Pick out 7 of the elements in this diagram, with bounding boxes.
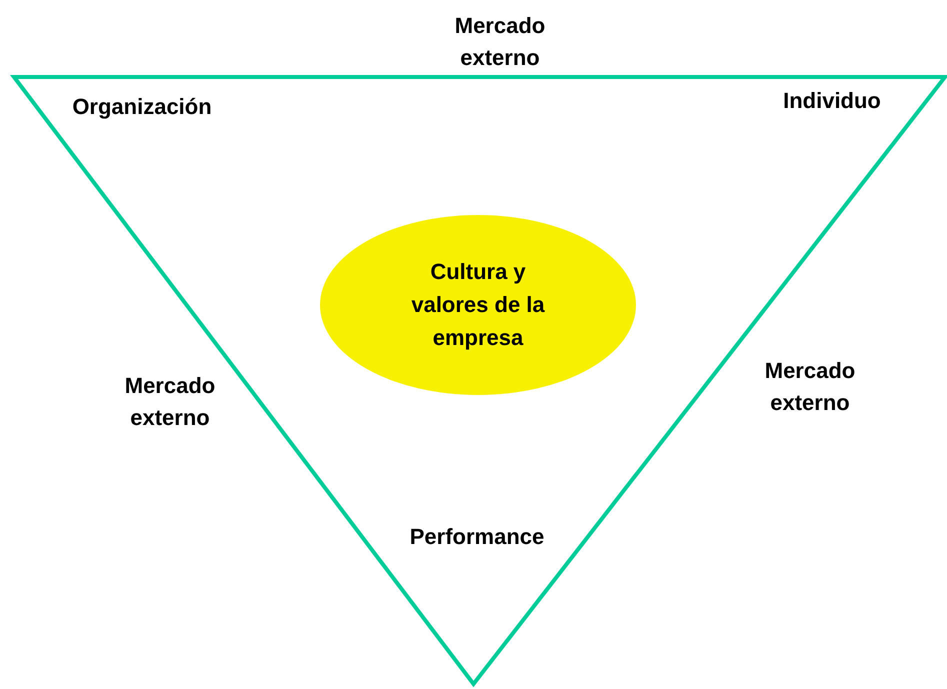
side-label: Mercado externo bbox=[124, 372, 216, 432]
corner-label: Performance bbox=[408, 523, 546, 551]
corner-label: Organización bbox=[71, 93, 213, 121]
corner-label: Individuo bbox=[782, 87, 882, 115]
ellipse-label: Cultura y valores de la empresa bbox=[410, 258, 546, 352]
side-label: Mercado externo bbox=[764, 357, 856, 417]
side-label: Mercado externo bbox=[454, 12, 546, 72]
